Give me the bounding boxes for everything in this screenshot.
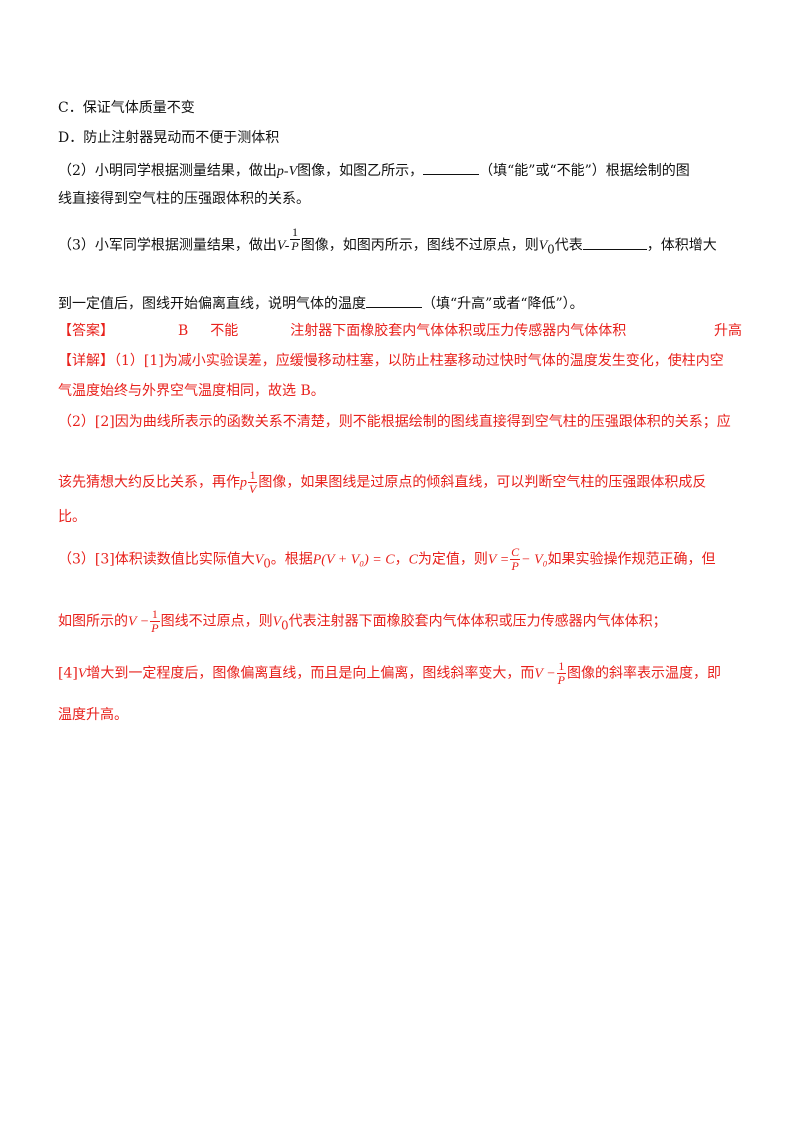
- detail-p3-b-frac-num: 1: [150, 607, 160, 622]
- q2-text-b: 图像，如图乙所示，: [297, 163, 424, 179]
- q3-text-f: （填“升高”或者“降低”）。: [422, 296, 584, 312]
- detail-p3-b-v0-sub: 0: [281, 618, 289, 633]
- q3-answer-blank-1: [582, 235, 647, 250]
- answer-4: 升高: [714, 323, 742, 339]
- detail-p4-frac-num: 1: [556, 659, 566, 674]
- detail-p2-frac-num: 1: [248, 468, 258, 483]
- answer-line: 【答案】 B 不能 注射器下面橡胶套内气体体积或压力传感器内气体体积 升高: [58, 322, 742, 340]
- detail-tag: 【详解】: [58, 353, 114, 369]
- detail-p3-eq-rhs: − V₀: [521, 552, 548, 568]
- detail-p4-v: V: [77, 666, 87, 682]
- q3-v-symbol: V-: [276, 238, 290, 254]
- answer-tag: 【答案】: [58, 323, 114, 339]
- detail-p2-frac-den: V: [249, 482, 257, 496]
- detail-p4-v2: V −: [534, 666, 556, 682]
- detail-p3-b1: 如图所示的: [58, 613, 128, 630]
- q2-pv-symbol: p-V: [276, 164, 298, 179]
- detail-line-9: 温度升高。: [58, 707, 128, 723]
- detail-p3-a3: ，: [394, 551, 409, 568]
- answer-2: 不能: [210, 323, 239, 339]
- detail-p3-eq-num: C: [510, 545, 521, 560]
- detail-line-1: 【详解】（1）[1]为减小实验误差，应缓慢移动柱塞，以防止柱塞移动过快时气体的温…: [58, 352, 724, 370]
- detail-p1-a: （1）[1]为减小实验误差，应缓慢移动柱塞，以防止柱塞移动过快时气体的温度发生变…: [114, 353, 724, 369]
- q3-text-c: 代表: [554, 237, 583, 254]
- question-3-line-2: 到一定值后，图线开始偏离直线，说明气体的温度 （填“升高”或者“降低”）。: [58, 293, 584, 313]
- detail-p4-a3: 图像的斜率表示温度，即: [567, 665, 721, 682]
- detail-p3-a1: （3）[3]体积读数值比实际值大: [58, 551, 255, 568]
- detail-line-6: （3）[3]体积读数值比实际值大V0。根据P(V + V₀) = C，C为定值，…: [58, 546, 716, 573]
- detail-p3-c: C: [408, 552, 418, 568]
- q3-text-a: （3）小军同学根据测量结果，做出: [58, 237, 277, 254]
- detail-p3-b-frac-den: P: [151, 621, 159, 635]
- detail-p3-b3: 代表注射器下面橡胶套内气体体积或压力传感器内气体体积；: [288, 613, 667, 630]
- q2-text-c: （填“能”或“不能”）根据绘制的图: [479, 163, 690, 179]
- q3-v0-sub: 0: [547, 242, 555, 257]
- detail-p2-b2: 图像，如果图线是过原点的倾斜直线，可以判断空气柱的压强跟体积成反: [258, 474, 707, 491]
- answer-3: 注射器下面橡胶套内气体体积或压力传感器内气体体积: [290, 323, 627, 339]
- detail-p3-a5: 如果实验操作规范正确，但: [547, 551, 716, 568]
- question-2-line-2: 线直接得到空气柱的压强跟体积的关系。: [58, 191, 310, 207]
- detail-p3-b2: 图线不过原点，则: [160, 613, 273, 630]
- q3-answer-blank-2: [366, 293, 422, 308]
- detail-p3-b-v: V −: [128, 614, 150, 630]
- q3-v0-symbol: V: [538, 238, 548, 254]
- detail-p2-b1: 该先猜想大约反比关系，再作: [58, 474, 240, 491]
- detail-p3-v0: V: [254, 552, 264, 568]
- detail-p3-v0-sub: 0: [263, 556, 271, 571]
- detail-p4-a1: [4]: [58, 665, 78, 682]
- detail-p4-a2: 增大到一定程度后，图像偏离直线，而且是向上偏离，图线斜率变大，而: [86, 665, 535, 682]
- detail-p3-eq-den: P: [511, 559, 519, 573]
- detail-p3-b-v0: V: [272, 614, 282, 630]
- detail-p-symbol: p: [240, 475, 247, 491]
- q2-answer-blank: [423, 160, 480, 175]
- detail-line-5: 比。: [58, 509, 86, 525]
- detail-p4-frac-den: P: [557, 673, 565, 687]
- detail-p3-a2: 。根据: [270, 551, 313, 568]
- q3-frac-den: P: [291, 239, 299, 253]
- detail-line-8: [4]V增大到一定程度后，图像偏离直线，而且是向上偏离，图线斜率变大，而V −1…: [58, 660, 721, 687]
- q3-text-b: 图像，如图丙所示，图线不过原点，则: [300, 237, 539, 254]
- answer-1: B: [178, 323, 189, 339]
- q2-text-a: （2）小明同学根据测量结果，做出: [58, 163, 277, 179]
- detail-line-3: （2）[2]因为曲线所表示的函数关系不清楚，则不能根据绘制的图线直接得到空气柱的…: [58, 414, 731, 430]
- detail-p3-formula: P(V + V₀) = C: [312, 552, 395, 568]
- question-2-line-1: （2）小明同学根据测量结果，做出p-V图像，如图乙所示， （填“能”或“不能”）根…: [58, 160, 690, 181]
- detail-line-2: 气温度始终与外界空气温度相同，故选 B。: [58, 383, 325, 399]
- detail-p3-a4: 为定值，则: [417, 551, 488, 568]
- q3-text-d: ，体积增大: [646, 237, 717, 254]
- q3-text-e: 到一定值后，图线开始偏离直线，说明气体的温度: [58, 296, 366, 312]
- detail-p3-eq-lhs: V =: [487, 552, 510, 568]
- option-c: C．保证气体质量不变: [58, 100, 195, 116]
- q3-frac-num: 1: [290, 225, 300, 240]
- option-d: D．防止注射器晃动而不便于测体积: [58, 130, 280, 146]
